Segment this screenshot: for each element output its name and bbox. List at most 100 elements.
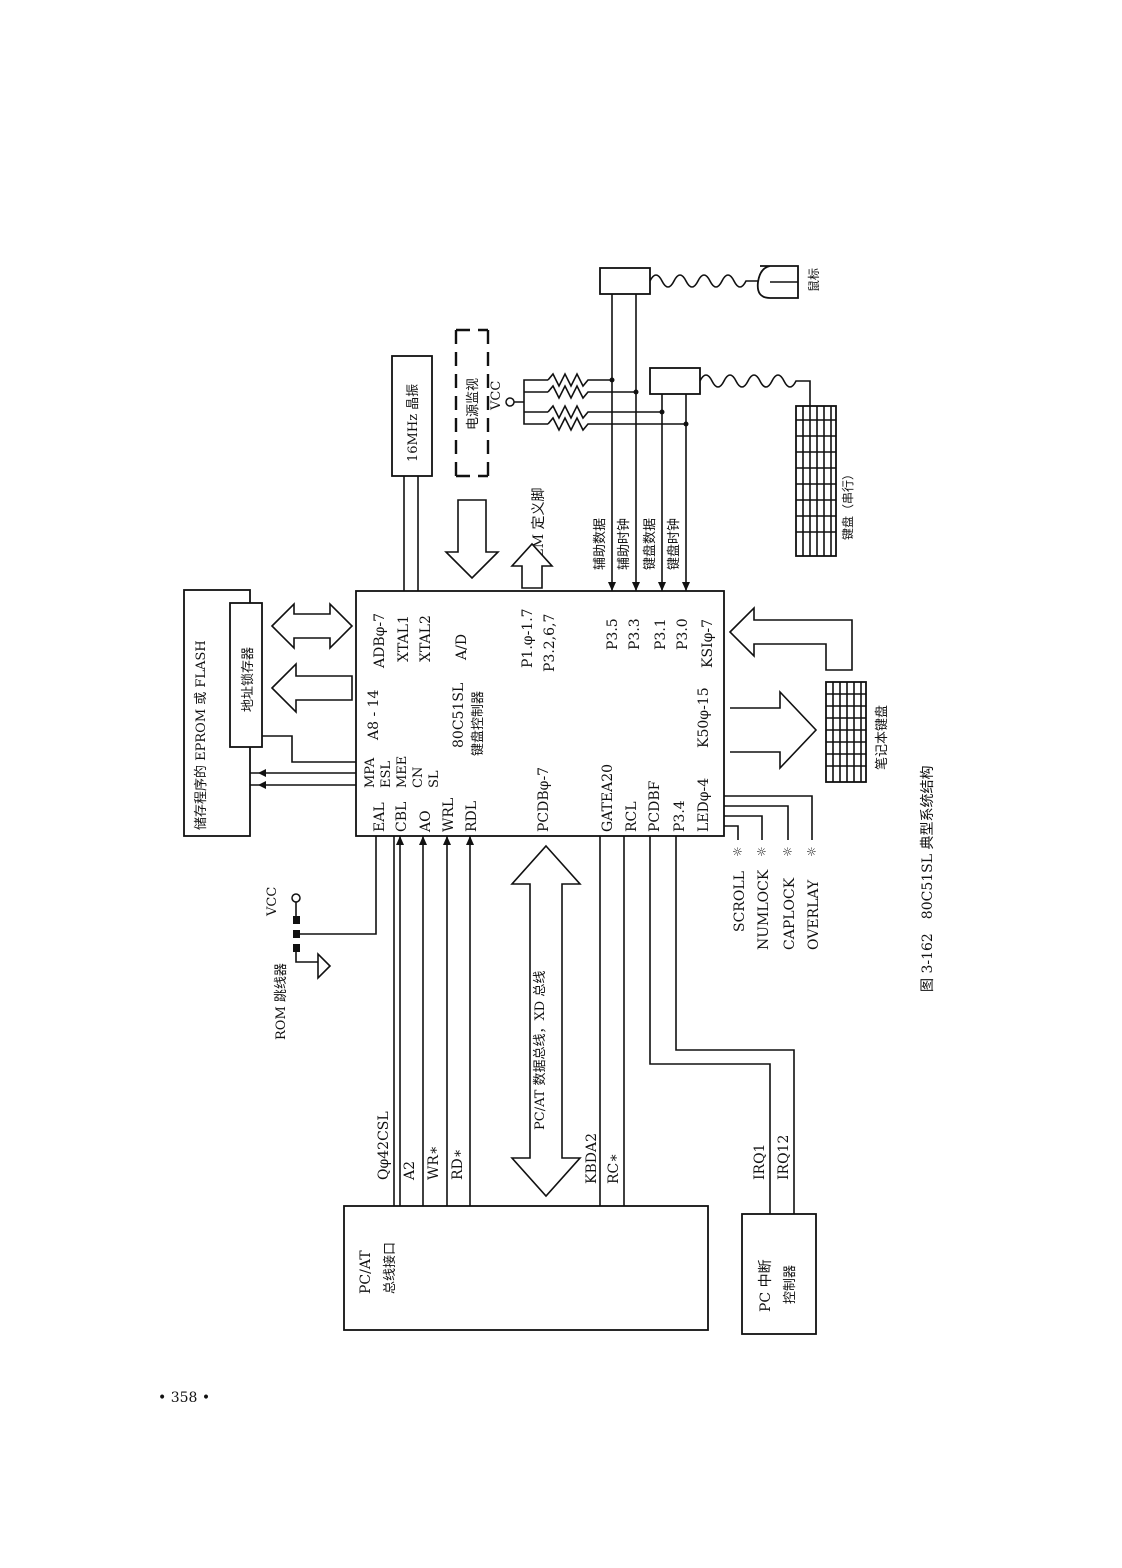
pin-eal: EAL	[372, 802, 388, 832]
vcc-top-label: VCC	[489, 381, 504, 411]
led-label-numlock: NUMLOCK	[756, 869, 772, 950]
resistor-1	[547, 372, 612, 388]
controller-chip	[355, 590, 725, 837]
controller-name: 80C51SL	[451, 683, 467, 748]
pin-p31: P3.1	[653, 618, 669, 650]
sig-wr: WR∗	[426, 1146, 442, 1180]
ground-symbol	[317, 952, 332, 980]
eprom-data-arrow	[270, 602, 354, 650]
pin-sl: SL	[427, 770, 442, 788]
pin-rdl: RDL	[464, 801, 480, 832]
pc-bus-interface-label-2: 总线接口	[382, 1242, 398, 1294]
pin-mpa: MPA	[363, 757, 378, 788]
pin-p33: P3.3	[627, 618, 643, 650]
port-label-aux-data: 辅助数据	[593, 518, 608, 570]
power-monitor-arrow	[444, 499, 500, 580]
pin-wrl: WRL	[441, 798, 457, 832]
sig-rd: RD∗	[450, 1149, 466, 1180]
jumper-line	[300, 836, 377, 935]
resistor-2	[547, 384, 636, 400]
pin-ksi: KSIφ-7	[700, 619, 716, 668]
sig-a2: A2	[402, 1161, 418, 1181]
latch-control-line	[262, 735, 356, 763]
power-monitor-label: 电源监视	[466, 378, 481, 430]
pin-rcl: RCL	[624, 801, 640, 832]
led-icon-overlay: ☼	[806, 845, 817, 859]
sig-kbda2: KBDA2	[584, 1133, 600, 1184]
data-bus-label: PC/AT 数据总线，XD 总线	[533, 971, 548, 1130]
pin-adb: ADBφ-7	[372, 613, 388, 669]
led-line-scroll	[724, 825, 739, 840]
pin-ad: A/D	[454, 634, 470, 661]
pin-pcdb: PCDBφ-7	[536, 767, 552, 832]
port-label-kbd-data: 键盘数据	[642, 518, 658, 570]
k50-arrow	[730, 689, 818, 771]
data-bus-arrow	[510, 844, 582, 1198]
pin-k50: K50φ-15	[696, 687, 712, 748]
controller-subtitle: 键盘控制器	[470, 691, 486, 756]
pin-mee: MEE	[395, 756, 410, 788]
crystal-box	[391, 355, 433, 477]
pc-interrupt-box	[741, 1213, 817, 1335]
led-label-overlay: OVERLAY	[806, 879, 822, 950]
mouse-connector	[599, 267, 651, 295]
latch-address-arrow	[270, 662, 353, 714]
pin-p1: P1.φ-1.7	[520, 608, 536, 668]
serial-keyboard-label: 键盘（串行）	[840, 468, 855, 540]
figure-caption: 图 3-162 80C51SL 典型系统结构	[920, 766, 936, 993]
pin-pcdbf: PCDBF	[647, 780, 663, 832]
led-label-caplock: CAPLOCK	[782, 877, 798, 950]
pin-cbl: CBL	[394, 802, 410, 832]
led-icon-numlock: ☼	[756, 845, 767, 859]
led-line-overlay	[724, 795, 813, 840]
port-label-kbd-clock: 键盘时钟	[666, 518, 682, 570]
pin-cn: CN	[411, 767, 426, 788]
led-line-caplock	[724, 805, 789, 840]
irq1-line	[649, 836, 771, 1214]
sig-rc: RC∗	[606, 1153, 622, 1184]
pin-xtal1: XTAL1	[396, 615, 412, 662]
led-line-numlock	[724, 815, 763, 840]
pc-bus-interface-label-1: PC/AT	[358, 1250, 374, 1294]
latch-box	[229, 602, 263, 748]
pin-p34: P3.4	[672, 800, 688, 832]
page-number: • 358 •	[158, 1390, 211, 1406]
power-monitor-box	[454, 328, 490, 478]
led-label-scroll: SCROLL	[732, 871, 748, 932]
led-icon-scroll: ☼	[732, 845, 743, 859]
mouse-label: 鼠标	[807, 268, 821, 292]
keyboard-cable	[699, 374, 811, 406]
ksi-arrow	[728, 606, 853, 671]
sig-csl: Qφ42CSL	[376, 1111, 392, 1180]
vcc-bottom-label: VCC	[265, 887, 280, 917]
eprom-label: 储存程序的 EPROM 或 FLASH	[193, 640, 209, 830]
notebook-keyboard-label: 笔记本键盘	[874, 705, 890, 770]
pc-interrupt-label-1: PC 中断	[758, 1259, 774, 1312]
pin-esl: ESL	[379, 761, 394, 788]
pc-bus-interface-box	[343, 1205, 709, 1331]
serial-keyboard-icon	[795, 405, 837, 557]
mouse-cable	[649, 274, 760, 288]
pc-interrupt-label-2: 控制器	[783, 1265, 798, 1304]
pin-ao: AO	[418, 810, 434, 833]
pin-xtal2: XTAL2	[418, 615, 434, 662]
pin-led: LEDφ-4	[696, 778, 712, 832]
pin-gatea20: GATEA20	[600, 764, 616, 832]
pin-a8-14: A8 - 14	[366, 689, 382, 741]
resistor-3	[547, 404, 662, 420]
pin-p35: P3.5	[605, 618, 621, 650]
pin-p32: P3.2,6,7	[542, 614, 558, 672]
resistor-4	[547, 416, 686, 432]
sig-irq12: IRQ12	[776, 1135, 792, 1180]
led-icon-caplock: ☼	[782, 845, 793, 859]
oem-arrow	[510, 542, 554, 589]
crystal-label: 16MHz 晶振	[406, 384, 421, 462]
latch-label: 地址锁存器	[240, 647, 256, 712]
irq12-line	[675, 836, 795, 1214]
pin-p30: P3.0	[675, 618, 691, 650]
keyboard-connector	[649, 367, 701, 395]
sig-irq1: IRQ1	[752, 1144, 768, 1180]
notebook-keyboard-icon	[825, 681, 867, 783]
rom-jumper-label: ROM 跳线器	[274, 963, 289, 1040]
